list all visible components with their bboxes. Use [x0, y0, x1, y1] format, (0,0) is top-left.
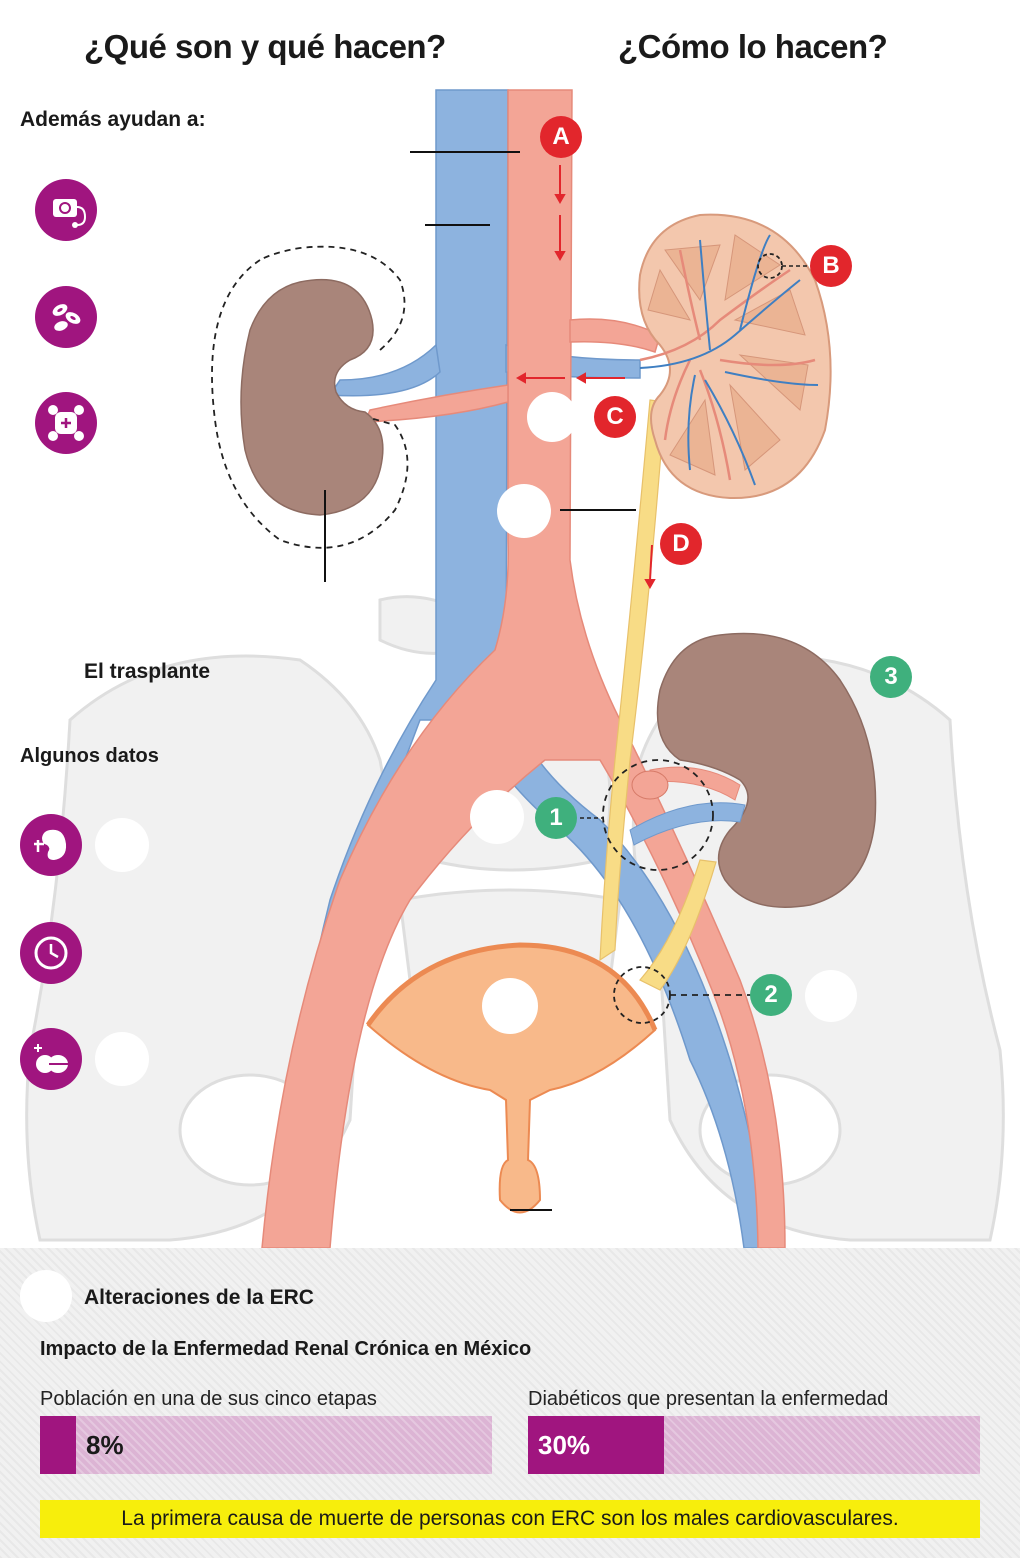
stat-bar-population: 8% — [40, 1416, 492, 1474]
aorta — [261, 89, 786, 1248]
marker-c: C — [594, 396, 636, 438]
marker-d: D — [660, 523, 702, 565]
placeholder-disc — [482, 978, 538, 1034]
bone-icon — [35, 392, 97, 454]
also-helps-label: Además ayudan a: — [20, 108, 206, 131]
pills-icon — [20, 1028, 82, 1090]
leader-lines — [324, 151, 636, 1211]
transplanted-kidney — [580, 632, 877, 1024]
placeholder-disc — [805, 970, 857, 1022]
native-kidney-left — [211, 245, 409, 549]
marker-2: 2 — [750, 974, 792, 1016]
ureter — [599, 399, 666, 962]
stat-bar-diabetics: 30% — [528, 1416, 980, 1474]
erc-note: La primera causa de muerte de personas c… — [40, 1500, 980, 1538]
placeholder-disc — [527, 392, 577, 442]
placeholder-disc — [565, 1184, 617, 1236]
transplant-heading: El trasplante — [84, 660, 211, 683]
placeholder-disc — [95, 1032, 149, 1086]
marker-3: 3 — [870, 656, 912, 698]
heading-how-they-do-it: ¿Cómo lo hacen? — [618, 28, 888, 65]
erc-heading: Alteraciones de la ERC — [84, 1286, 314, 1309]
placeholder-disc — [95, 818, 149, 872]
stat-label-population: Población en una de sus cinco etapas — [40, 1388, 377, 1410]
transplant-ureter — [639, 859, 717, 991]
flow-arrows — [515, 165, 656, 590]
anatomy-illustration — [25, 89, 1005, 1248]
marker-b: B — [810, 245, 852, 287]
erc-subtitle: Impacto de la Enfermedad Renal Crónica e… — [40, 1338, 532, 1360]
blood-cells-icon — [35, 286, 97, 348]
stat-label-diabetics: Diabéticos que presentan la enfermedad — [528, 1388, 889, 1410]
kidney-icon — [20, 814, 82, 876]
placeholder-disc — [20, 1270, 72, 1322]
blood-pressure-icon — [35, 179, 97, 241]
bladder — [365, 942, 658, 1214]
marker-1: 1 — [535, 797, 577, 839]
stat-bar-fill — [40, 1416, 77, 1474]
stat-value-population: 8% — [86, 1430, 124, 1460]
placeholder-disc — [497, 484, 551, 538]
stat-bar-fill — [528, 1416, 664, 1474]
some-data-heading: Algunos datos — [20, 745, 159, 767]
clock-icon — [20, 922, 82, 984]
kidney-cross-section — [638, 213, 832, 500]
stat-value-diabetics: 30% — [538, 1430, 591, 1460]
placeholder-disc — [470, 790, 524, 844]
heading-what-they-are: ¿Qué son y qué hacen? — [84, 28, 446, 65]
marker-a: A — [540, 116, 582, 158]
